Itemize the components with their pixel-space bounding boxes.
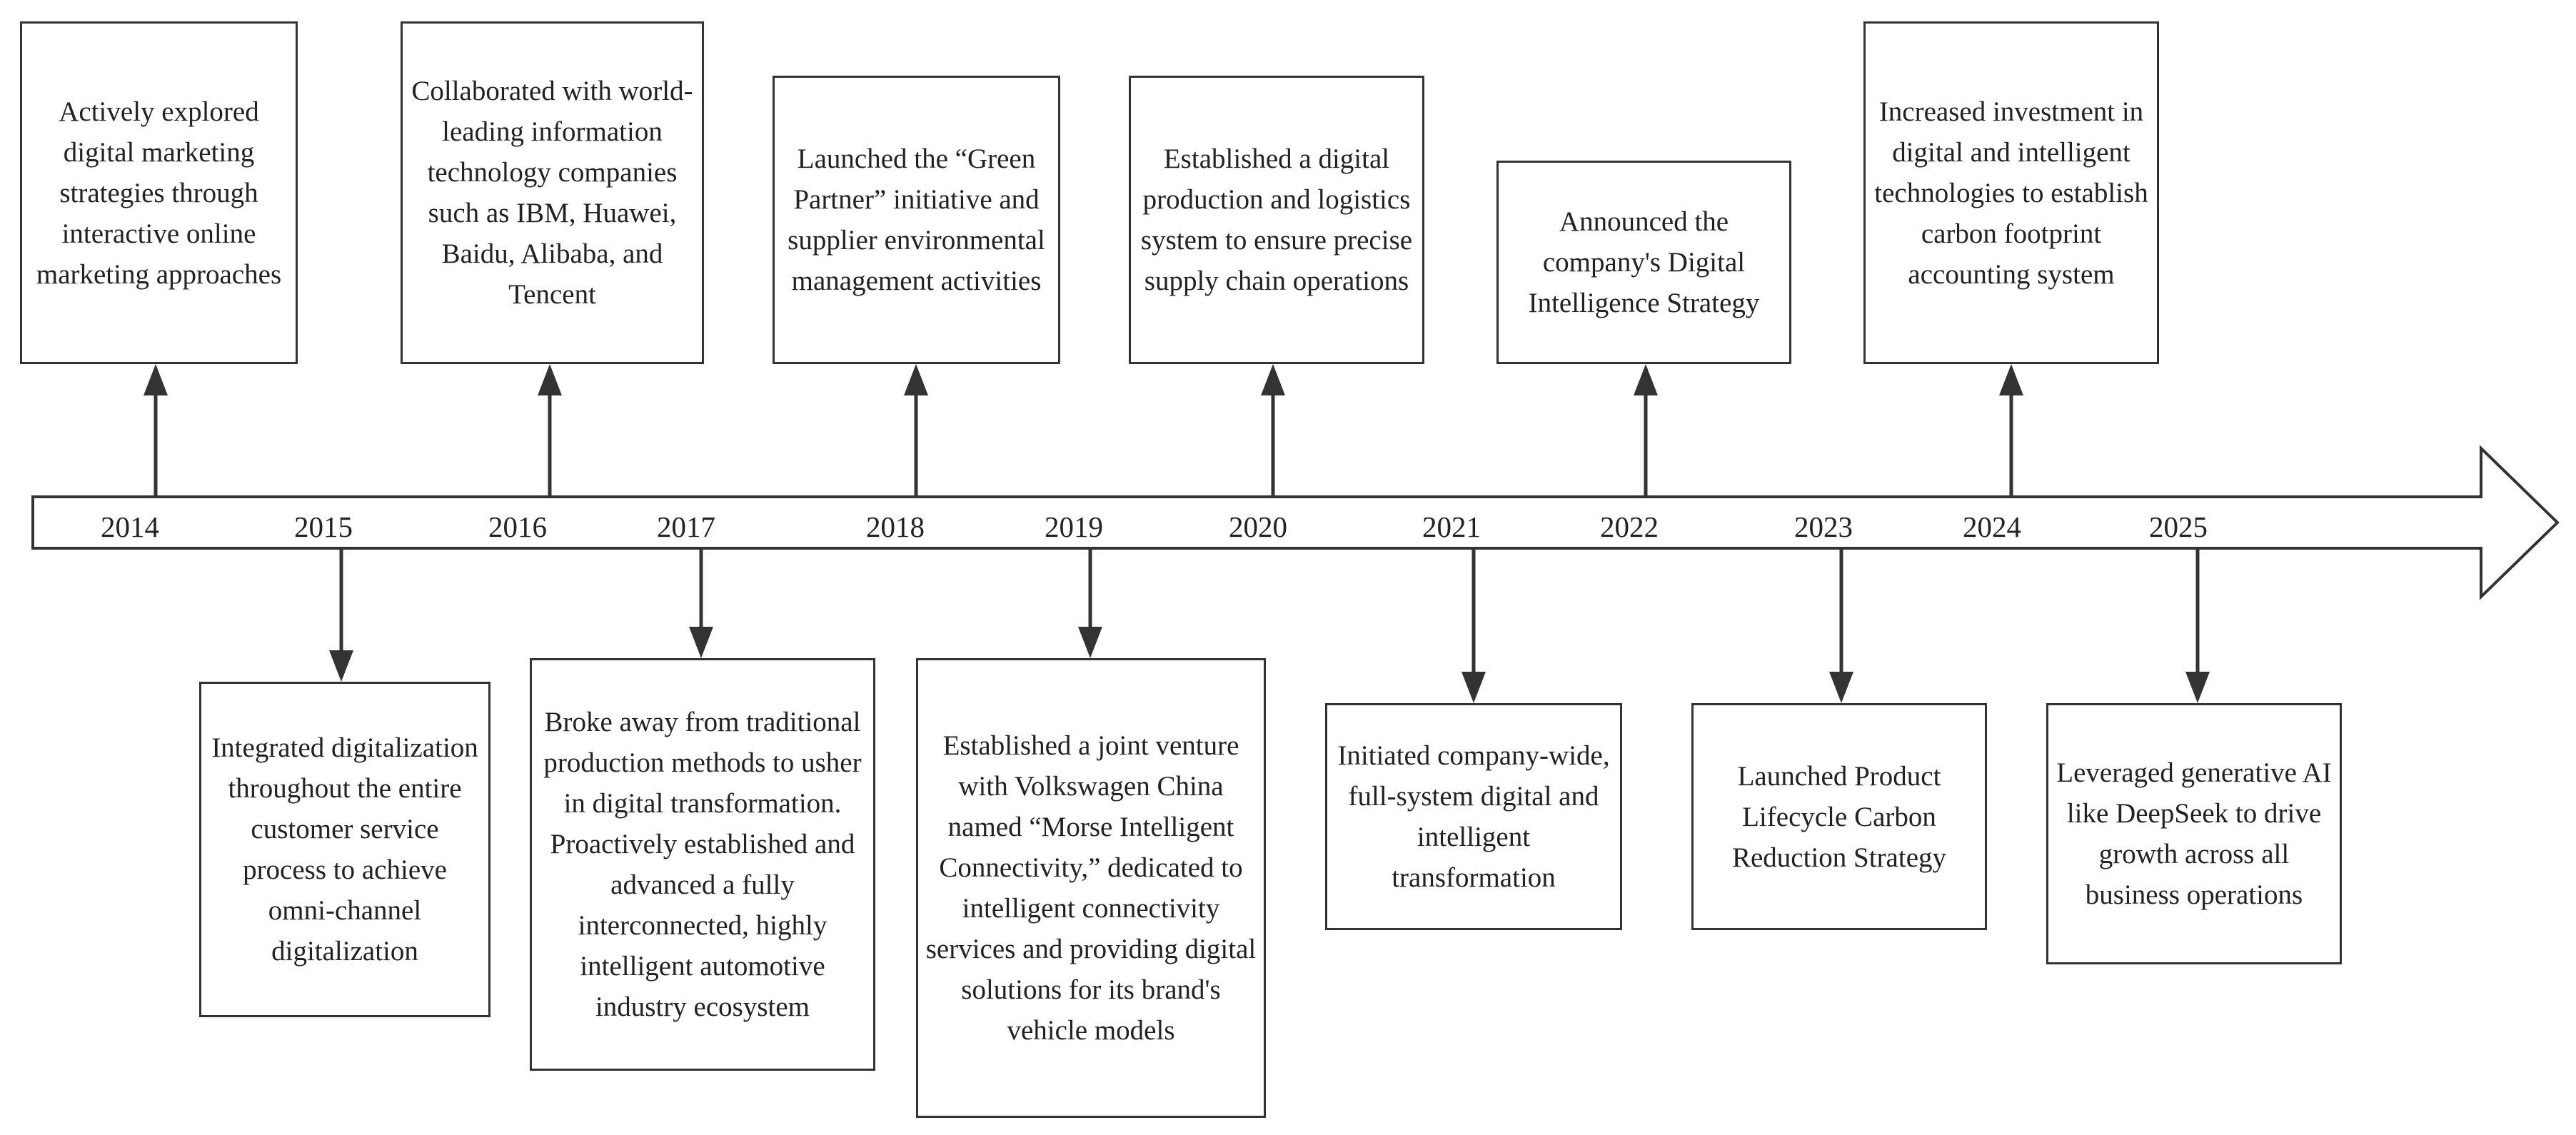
connector-arrowhead-2024 <box>1999 364 2023 395</box>
connector-arrowhead-2025 <box>2185 672 2210 703</box>
event-text-2017: Broke away from traditional production m… <box>543 707 862 1022</box>
year-label-2014: 2014 <box>101 510 159 543</box>
event-box-2014: Actively explored digital marketing stra… <box>20 21 298 364</box>
year-label-2022: 2022 <box>1600 510 1659 543</box>
connector-arrowhead-2018 <box>904 364 928 395</box>
connector-arrowhead-2021 <box>1461 672 1486 703</box>
timeline-axis-arrow <box>31 445 2560 600</box>
event-text-2015: Integrated digitalization throughout the… <box>211 732 478 967</box>
year-label-2021: 2021 <box>1422 510 1481 543</box>
event-text-2023: Launched Product Lifecycle Carbon Reduct… <box>1731 760 1947 873</box>
event-box-2022: Announced the company's Digital Intellig… <box>1496 161 1791 364</box>
year-label-2024: 2024 <box>1963 510 2021 543</box>
event-box-2023: Launched Product Lifecycle Carbon Reduct… <box>1691 703 1987 930</box>
event-box-2020: Established a digital production and log… <box>1129 76 1424 364</box>
event-text-2024: Increased investment in digital and inte… <box>1874 96 2148 290</box>
year-label-2018: 2018 <box>866 510 925 543</box>
connector-arrowhead-2016 <box>538 364 562 395</box>
year-label-2025: 2025 <box>2149 510 2208 543</box>
event-box-2018: Launched the “Green Partner” initiative … <box>773 76 1060 364</box>
event-box-2016: Collaborated with world-leading informat… <box>401 21 704 364</box>
event-text-2021: Initiated company-wide, full-system digi… <box>1337 740 1610 893</box>
event-text-2025: Leveraged generative AI like DeepSeek to… <box>2056 757 2332 910</box>
connector-arrowhead-2022 <box>1634 364 1658 395</box>
event-text-2019: Established a joint venture with Volkswa… <box>925 730 1257 1046</box>
year-label-2015: 2015 <box>294 510 353 543</box>
connector-arrowhead-2019 <box>1078 627 1102 658</box>
event-box-2019: Established a joint venture with Volkswa… <box>916 658 1266 1118</box>
year-label-2019: 2019 <box>1045 510 1103 543</box>
event-text-2016: Collaborated with world-leading informat… <box>411 76 693 310</box>
event-text-2018: Launched the “Green Partner” initiative … <box>788 143 1045 296</box>
connector-arrowhead-2023 <box>1829 672 1853 703</box>
connector-arrowhead-2017 <box>689 627 713 658</box>
connector-arrowhead-2014 <box>144 364 168 395</box>
event-text-2020: Established a digital production and log… <box>1140 143 1413 296</box>
year-label-2023: 2023 <box>1794 510 1853 543</box>
year-label-2020: 2020 <box>1229 510 1287 543</box>
event-text-2014: Actively explored digital marketing stra… <box>36 96 282 290</box>
event-box-2015: Integrated digitalization throughout the… <box>199 682 490 1017</box>
connector-arrowhead-2015 <box>329 650 353 682</box>
year-label-2016: 2016 <box>488 510 547 543</box>
event-box-2024: Increased investment in digital and inte… <box>1863 21 2159 364</box>
year-label-2017: 2017 <box>657 510 715 543</box>
connector-arrowhead-2020 <box>1261 364 1285 395</box>
event-box-2017: Broke away from traditional production m… <box>530 658 875 1071</box>
event-text-2022: Announced the company's Digital Intellig… <box>1528 206 1760 318</box>
event-box-2021: Initiated company-wide, full-system digi… <box>1325 703 1622 930</box>
event-box-2025: Leveraged generative AI like DeepSeek to… <box>2046 703 2342 964</box>
